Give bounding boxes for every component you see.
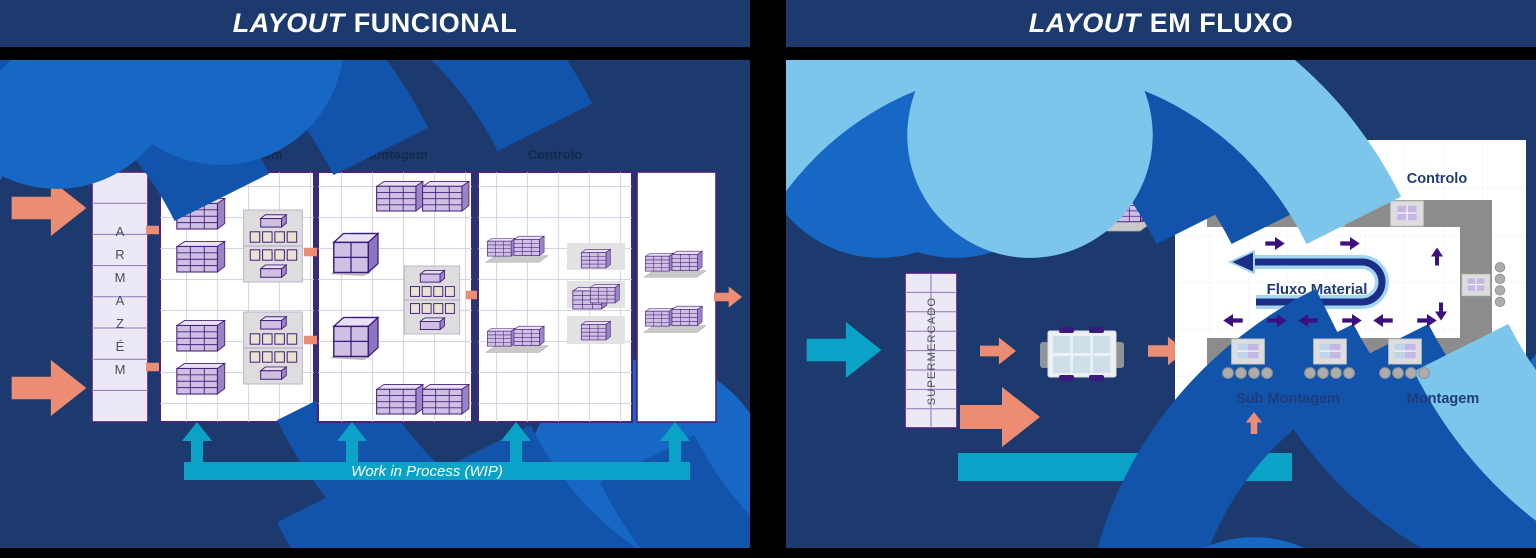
flow-layout-panel: SUPERMERCADO Embalamento [786, 60, 1536, 548]
pallet-stack-icon [422, 180, 470, 212]
left-panel-title: LAYOUT FUNCIONAL [0, 0, 750, 47]
cell-label-montagem: Montagem [1407, 391, 1480, 407]
svg-text:M: M [115, 270, 126, 285]
material-cart-icon [1040, 327, 1124, 381]
pallet-stack-icon [580, 248, 611, 269]
sub-assembly-machine-icon [1231, 338, 1265, 365]
assembly-machine-icon [1388, 338, 1422, 365]
right-title-italic: LAYOUT [1028, 8, 1141, 38]
supermarket-label: SUPERMERCADO [926, 297, 938, 406]
assembly-machine-icon [1313, 338, 1347, 365]
pallet-stack-icon [580, 320, 611, 341]
supermarket-column: SUPERMERCADO [904, 272, 958, 429]
svg-text:M: M [115, 362, 126, 377]
pallet-stack-icon [176, 319, 226, 352]
svg-text:Z: Z [116, 316, 124, 331]
pallet-stack-icon [376, 180, 424, 212]
cube-stack-icon [329, 316, 379, 361]
section-controlo [0, 60, 750, 548]
material-flow-arrow [1227, 249, 1389, 309]
double-pallet-stack-icon [486, 236, 548, 262]
svg-text:R: R [115, 247, 124, 262]
wip-loop: Work in Process (WIP) [182, 422, 690, 480]
cell-label-controlo: Controlo [1407, 171, 1468, 187]
pallet-stack-icon [376, 383, 424, 415]
pallet-stack-icon [589, 283, 620, 304]
left-title-rest: FUNCIONAL [353, 8, 518, 38]
workstation-icon [403, 265, 461, 335]
flow-layout-drawing: SUPERMERCADO Embalamento [786, 60, 1536, 548]
cell-label-sub-montagem: Sub Montagem [1236, 391, 1340, 407]
right-panel-title: LAYOUT EM FLUXO [786, 0, 1536, 47]
inbound-arrow-bottom [11, 360, 87, 416]
svg-text:A: A [116, 293, 125, 308]
functional-layout-drawing: A R M A Z É M Pré-montagem Montagem Cont… [0, 60, 750, 548]
double-pallet-stack-icon [486, 326, 548, 352]
pallet-stack-icon [176, 240, 226, 273]
pallet-stack-icon [176, 362, 226, 395]
side-machine-icon [1461, 273, 1491, 297]
flow-cell-box: Embalamento Controlo [786, 60, 1536, 548]
functional-layout-panel: A R M A Z É M Pré-montagem Montagem Cont… [0, 60, 750, 548]
control-machine-icon [1390, 200, 1424, 227]
right-title-rest: EM FLUXO [1149, 8, 1294, 38]
warehouse-column: A R M A Z É M [91, 171, 149, 423]
double-pallet-stack-icon [644, 251, 706, 277]
outbound-arrow [714, 286, 742, 308]
picking-arrow [980, 337, 1016, 365]
section-premontagem [0, 60, 750, 548]
workstation-icon [242, 209, 304, 283]
left-title-italic: LAYOUT [232, 8, 345, 38]
pallet-stack-icon [422, 383, 470, 415]
cube-stack-icon [329, 232, 379, 277]
replenishment-arrow [806, 322, 882, 378]
workstation-icon [242, 311, 304, 385]
section-header-controlo: Controlo [528, 147, 582, 162]
warehouse-label: A R M A Z É M [115, 224, 126, 377]
inspection-bench [567, 243, 625, 344]
section-montagem [0, 60, 750, 548]
flow-material-label: Fluxo Material [1267, 281, 1368, 298]
double-pallet-stack-icon [644, 306, 706, 332]
material-supply-arrow [960, 387, 1040, 447]
wip-label: Work in Process (WIP) [351, 463, 503, 480]
section-expedition [636, 171, 717, 423]
svg-text:A: A [116, 224, 125, 239]
svg-text:É: É [116, 339, 125, 354]
wip-up-arrow [182, 422, 212, 462]
